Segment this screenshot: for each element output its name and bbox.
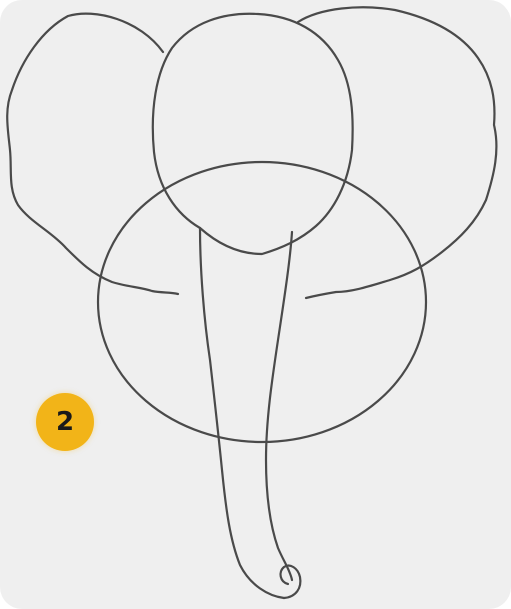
trunk-right-edge [264,230,294,582]
left-ear [6,12,180,296]
right-ear [296,6,498,300]
forehead-oval [151,12,354,256]
trunk-left-edge [198,226,286,600]
trunk-tip-curl [279,564,302,600]
step-badge: 2 [36,393,94,451]
head-circle [96,160,428,444]
step-number: 2 [55,407,75,437]
